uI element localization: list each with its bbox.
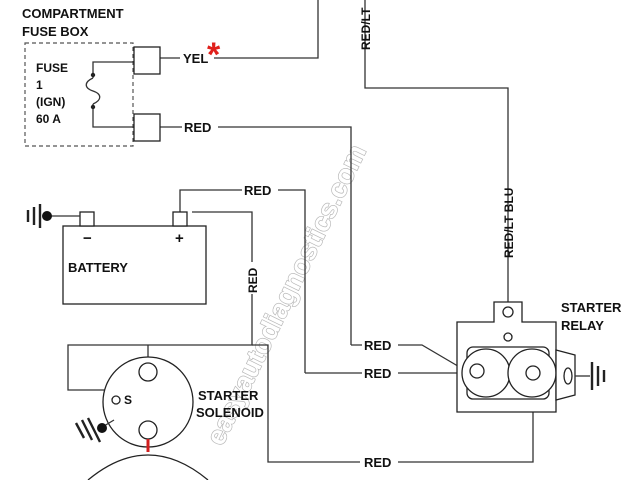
fuse-label-1: FUSE — [36, 61, 68, 75]
battery: − + BATTERY — [26, 204, 207, 305]
solenoid-s-label: S — [124, 393, 132, 407]
fuse-terminal-top — [90, 72, 96, 78]
relay-small-terminal — [503, 332, 513, 342]
battery-pos-sign: + — [175, 230, 184, 247]
battery-ground-icon — [26, 204, 42, 228]
battery-label: BATTERY — [68, 260, 128, 275]
label-red-fuse: RED — [184, 120, 211, 135]
relay-right-post — [525, 365, 541, 381]
solenoid-label-1: STARTER — [198, 388, 259, 403]
solenoid-ground-icon — [74, 417, 102, 443]
relay-left-post-ring — [461, 348, 511, 398]
fuse-box-title-1: COMPARTMENT — [22, 6, 124, 21]
battery-neg-post — [79, 211, 95, 227]
battery-body — [62, 225, 207, 305]
fuse-connector-top — [133, 46, 161, 75]
fuse-label-2: 1 — [36, 78, 43, 92]
battery-pos-post — [172, 211, 188, 227]
wire-red-lt-blu — [364, 0, 509, 315]
relay-side-slot — [563, 367, 573, 385]
label-red-relay-1: RED — [364, 338, 391, 353]
wire-red-relay-upper — [351, 344, 469, 373]
solenoid-s-terminal — [111, 395, 121, 405]
label-red-battery: RED — [244, 183, 271, 198]
solenoid-top-terminal — [138, 362, 158, 382]
watermark: easyautodiagnostics.com — [200, 140, 372, 450]
fuse-connector-bottom — [133, 113, 161, 142]
fuse-terminal-bottom — [90, 104, 96, 110]
relay-ground-icon — [590, 362, 606, 390]
label-yel: YEL — [183, 51, 208, 66]
asterisk-marker: * — [207, 36, 221, 74]
fuse-box-title-2: FUSE BOX — [22, 24, 89, 39]
battery-ground-dot — [42, 211, 52, 221]
label-red-lt-top: RED/LT — [359, 7, 373, 50]
starter-relay: STARTER RELAY — [456, 300, 622, 413]
relay-mount-hole — [502, 306, 514, 318]
fuse-label-4: 60 A — [36, 112, 61, 126]
wire-labels: YEL RED RED/LT RED/LT BLU RED RED RED RE… — [183, 7, 516, 470]
wire-yel — [160, 0, 319, 59]
wire-red-fuse — [160, 126, 352, 345]
label-red-relay-2: RED — [364, 366, 391, 381]
starter-solenoid: S STARTER SOLENOID — [74, 356, 264, 480]
fuse-label-3: (IGN) — [36, 95, 65, 109]
solenoid-label-2: SOLENOID — [196, 405, 264, 420]
solenoid-ground-dot — [97, 423, 107, 433]
fuse-box: COMPARTMENT FUSE BOX FUSE 1 (IGN) 60 A — [22, 6, 161, 147]
relay-label-1: STARTER — [561, 300, 622, 315]
wire-battery-top — [179, 189, 306, 373]
label-red-vertical: RED — [246, 267, 260, 293]
battery-neg-sign: − — [83, 230, 92, 247]
relay-left-post — [469, 363, 485, 379]
wires — [67, 0, 534, 463]
fuse-element — [85, 61, 134, 128]
starter-motor — [87, 454, 209, 480]
label-red-lt-blu: RED/LT BLU — [502, 188, 516, 258]
label-red-bottom: RED — [364, 455, 391, 470]
relay-label-2: RELAY — [561, 318, 604, 333]
solenoid-bottom-terminal — [138, 420, 158, 440]
wire-battery-solenoid — [67, 211, 253, 391]
